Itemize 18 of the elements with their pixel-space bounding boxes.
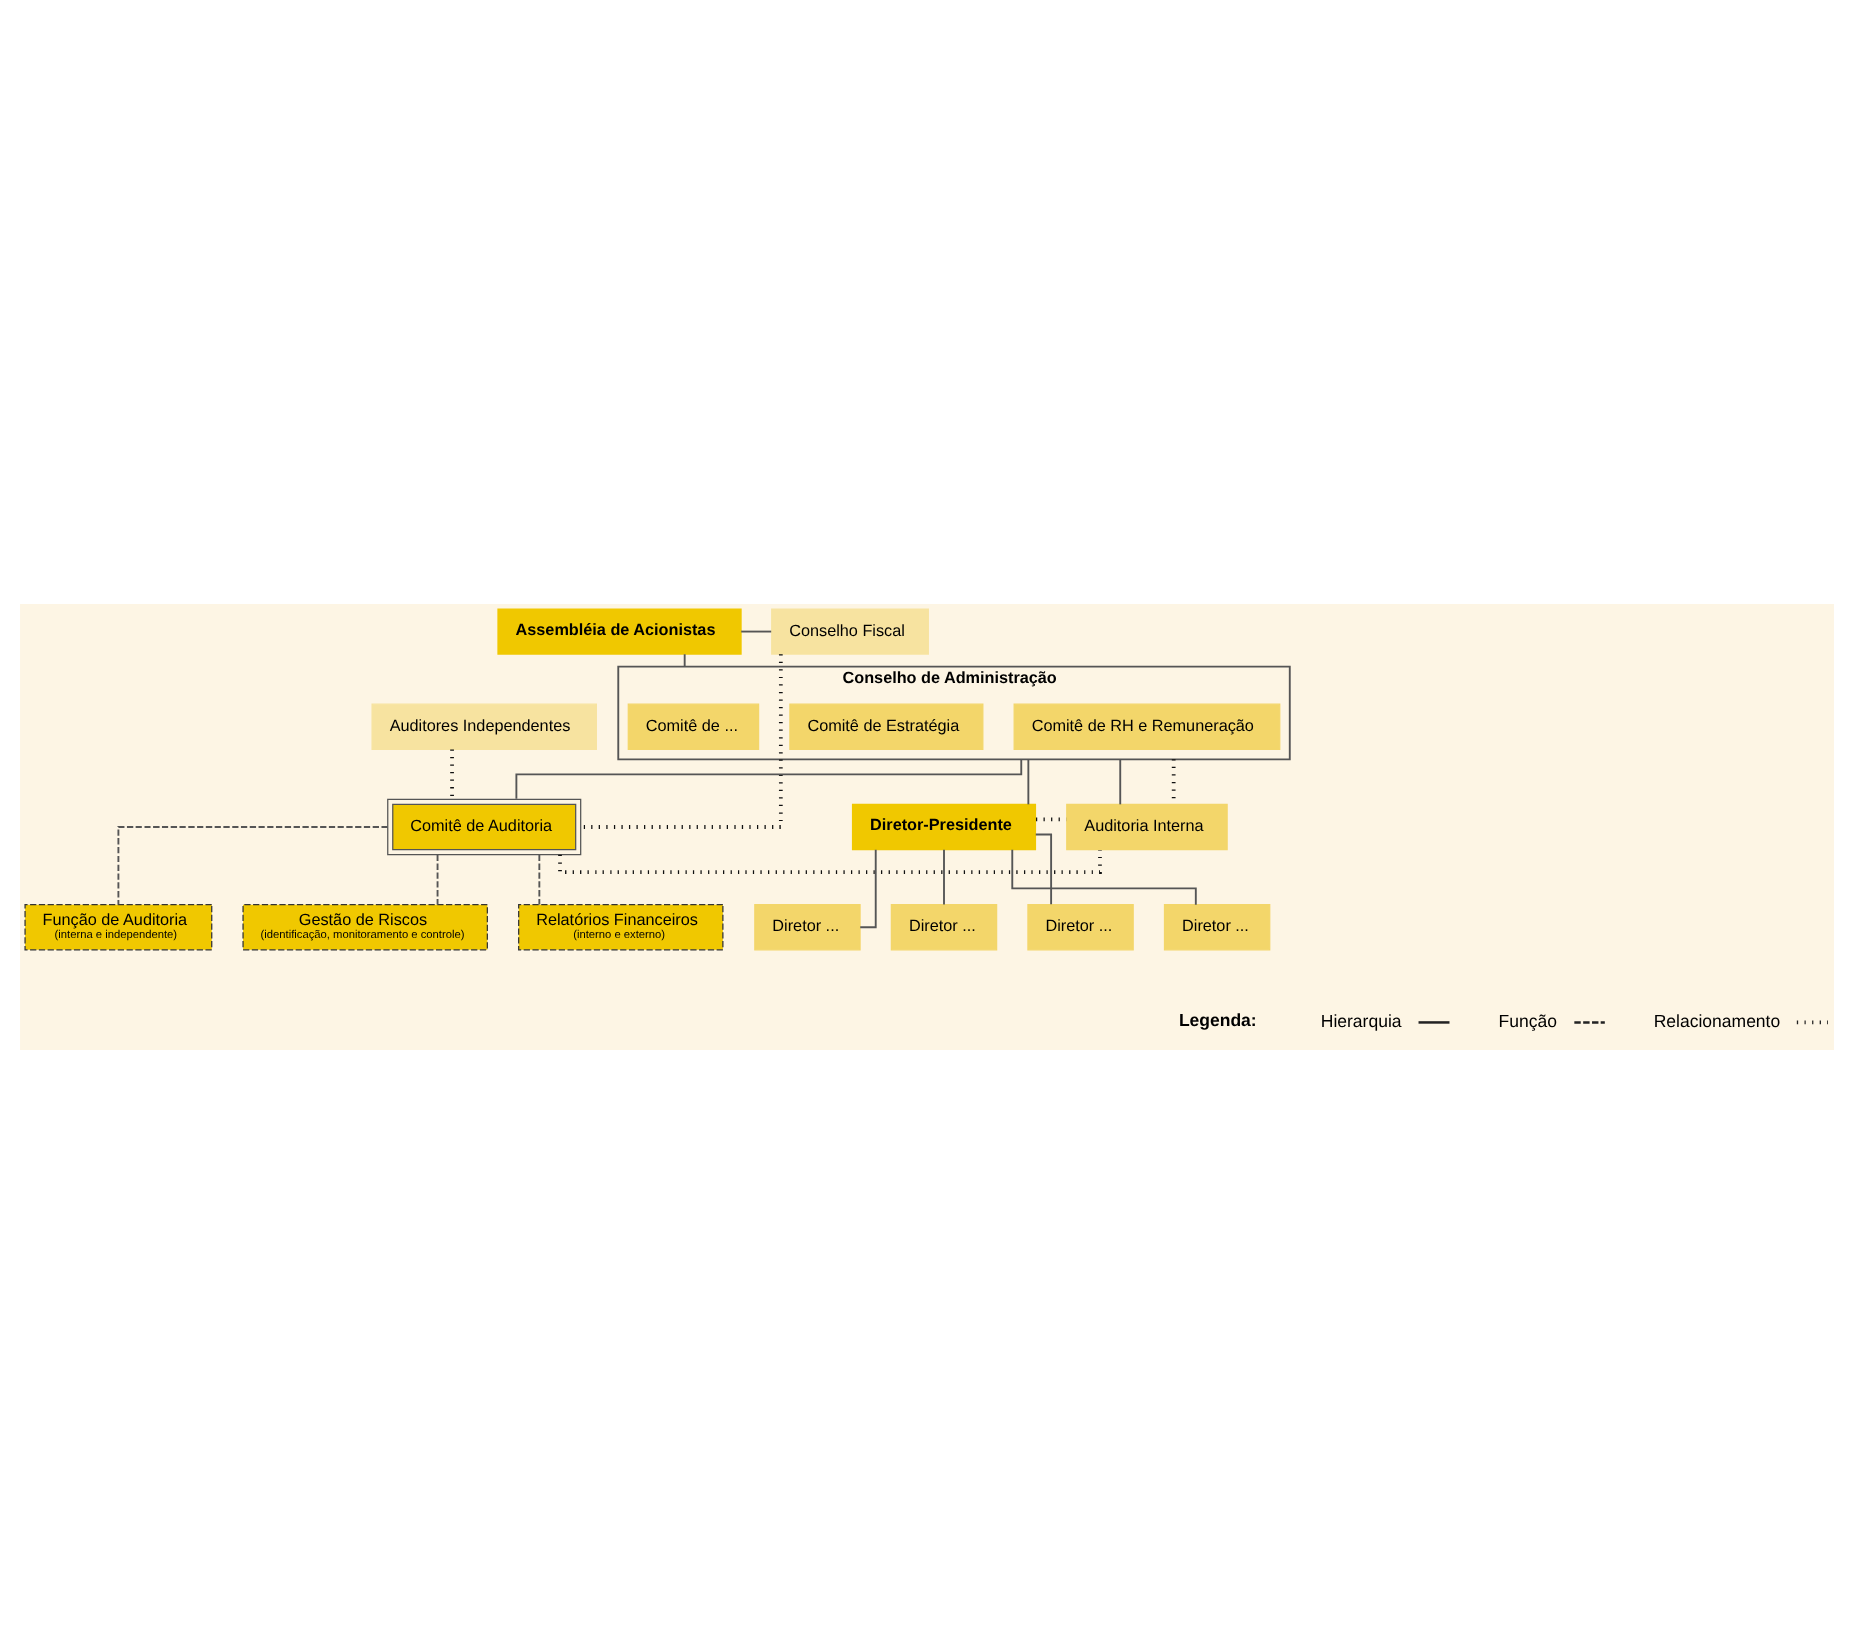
connector — [859, 847, 877, 928]
legend-label: Relacionamento — [1653, 1010, 1781, 1031]
connector — [436, 852, 439, 905]
connector — [1119, 757, 1122, 805]
connector — [1027, 757, 1030, 805]
connector — [538, 852, 541, 905]
legend-label: Função — [1498, 1010, 1557, 1031]
connector — [1011, 847, 1197, 905]
legend-label: Hierarquia — [1320, 1010, 1402, 1031]
label: Legenda: — [1178, 1008, 1257, 1029]
connector — [740, 629, 773, 632]
connector — [515, 757, 1023, 799]
connector — [1034, 832, 1053, 905]
connector — [558, 849, 1102, 873]
connector — [943, 847, 945, 905]
connector — [117, 825, 389, 905]
connector — [580, 653, 783, 828]
connector — [683, 652, 686, 667]
